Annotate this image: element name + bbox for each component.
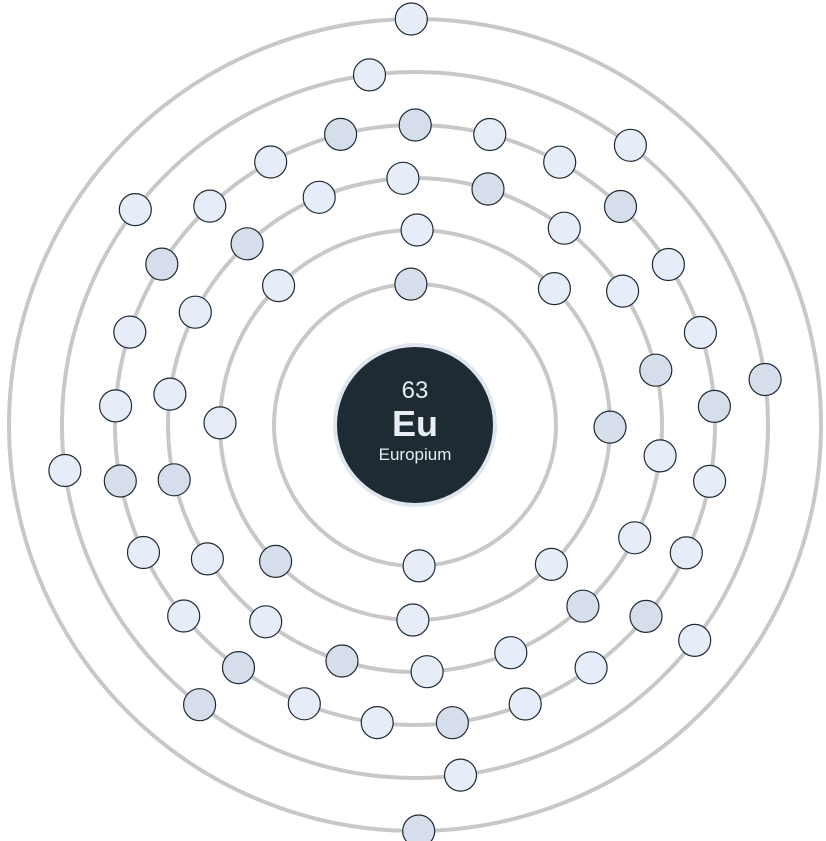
electron-shell-4 <box>629 599 663 634</box>
electron-shell-2 <box>537 272 572 306</box>
electron-shell-4 <box>697 389 732 423</box>
electron-shell-5 <box>613 128 648 162</box>
electron-shell-4 <box>193 189 227 223</box>
electron-shell-4 <box>167 599 201 633</box>
electron-shell-3 <box>153 377 187 411</box>
electron-shell-4 <box>103 464 137 498</box>
electron-shell-4 <box>145 247 179 281</box>
electrons <box>48 2 782 841</box>
electron-shell-3 <box>302 180 336 214</box>
electron-shell-3 <box>157 463 191 497</box>
element-symbol: Eu <box>392 403 438 444</box>
electron-shell-2 <box>400 213 434 247</box>
electron-shell-4 <box>683 315 718 350</box>
electron-shell-4 <box>98 389 133 423</box>
electron-shell-4 <box>473 117 507 152</box>
shell-5 <box>60 70 770 780</box>
electron-shell-3 <box>386 161 420 195</box>
electron-shell-4 <box>113 315 147 349</box>
electron-shell-4 <box>574 651 608 685</box>
electron-shell-4 <box>254 145 288 179</box>
electron-shell-3 <box>605 274 640 308</box>
electron-shell-4 <box>398 108 432 142</box>
electron-shell-3 <box>249 605 283 639</box>
electron-shell-6 <box>394 2 428 36</box>
electron-shell-2 <box>259 544 293 579</box>
electron-shell-2 <box>593 410 627 444</box>
electron-shell-6 <box>402 814 436 841</box>
electron-shell-4 <box>603 189 638 224</box>
electron-shell-4 <box>508 687 542 721</box>
electron-shell-2 <box>262 269 296 303</box>
electron-shell-5 <box>48 453 82 488</box>
electron-shell-4 <box>435 706 469 740</box>
electron-shell-4 <box>669 536 703 570</box>
electron-shell-3 <box>471 172 505 206</box>
electron-shell-3 <box>178 295 212 329</box>
electron-shell-4 <box>692 464 727 498</box>
atomic-number: 63 <box>402 377 429 404</box>
electron-shell-5 <box>443 758 478 792</box>
nucleus-circle <box>333 343 497 507</box>
electron-shell-5 <box>748 362 782 397</box>
electron-shell-3 <box>618 521 652 555</box>
electron-shell-1 <box>402 549 436 583</box>
electron-shell-3 <box>566 589 600 623</box>
electron-shell-3 <box>230 227 264 261</box>
electron-shell-5 <box>118 193 152 227</box>
electron-shell-4 <box>221 650 256 685</box>
electron-shell-5 <box>352 58 387 92</box>
nucleus: 63 Eu Europium <box>333 343 497 507</box>
electron-shell-4 <box>360 705 394 740</box>
electron-shell-3 <box>643 439 677 473</box>
electron-shell-3 <box>190 542 224 576</box>
electron-shell-2 <box>396 603 430 637</box>
electron-shell-4 <box>651 247 686 282</box>
electron-shell-4 <box>543 145 577 179</box>
electron-shell-5 <box>678 623 712 658</box>
electron-shell-3 <box>494 636 528 670</box>
electron-shell-4 <box>126 535 161 570</box>
electron-shell-3 <box>547 211 581 245</box>
element-name: Europium <box>379 445 452 464</box>
electron-shell-3 <box>410 655 444 689</box>
electron-shell-3 <box>639 353 673 387</box>
electron-shell-3 <box>325 644 359 678</box>
electron-shell-4 <box>324 117 358 151</box>
electron-shell-4 <box>287 687 321 721</box>
electron-shell-5 <box>183 688 217 722</box>
electron-shell-2 <box>203 406 237 440</box>
electron-shell-2 <box>534 547 569 582</box>
electron-shell-1 <box>394 267 428 301</box>
